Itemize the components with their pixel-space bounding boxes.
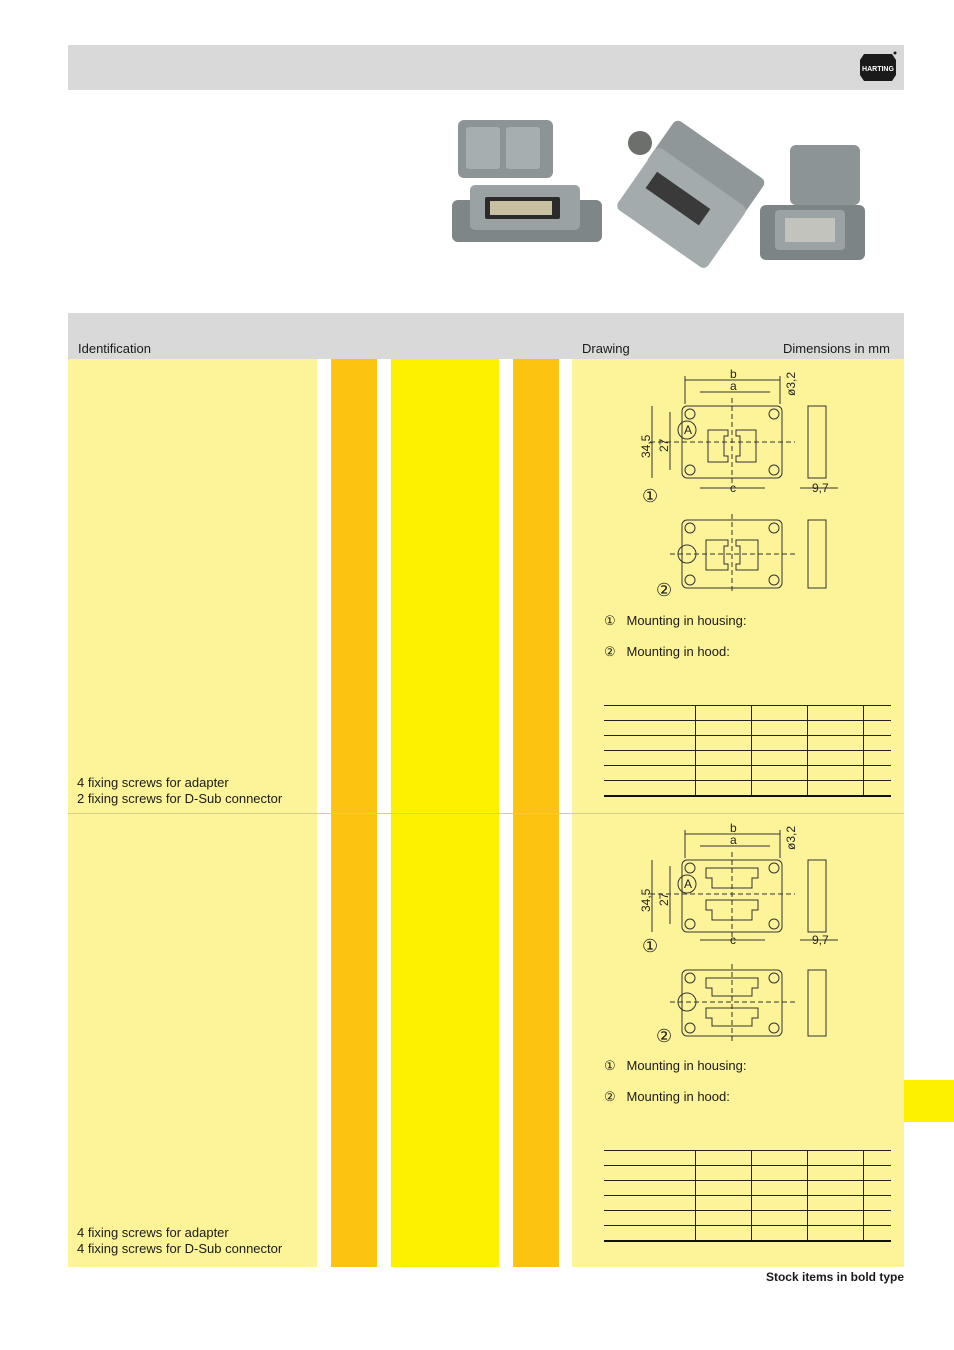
row1-accessories: 4 fixing screws for adapter 2 fixing scr… [77, 775, 282, 807]
svg-text:c: c [730, 933, 736, 947]
row1-mounting-housing: ① Mounting in housing: [604, 613, 746, 629]
marker-one: ① [604, 1058, 616, 1073]
mounting-housing-label: Mounting in housing: [626, 613, 747, 628]
mounting-hood-label: Mounting in hood: [626, 644, 730, 659]
svg-text:b: b [730, 822, 737, 835]
svg-text:①: ① [642, 486, 658, 506]
svg-text:9,7: 9,7 [812, 933, 829, 947]
svg-text:9,7: 9,7 [812, 481, 829, 495]
svg-text:②: ② [656, 1026, 672, 1046]
svg-text:①: ① [642, 936, 658, 956]
row1-dimension-drawing: b a c 9,7 A 34,5 27 ø3,2 ① ② [639, 368, 838, 600]
svg-text:34,5: 34,5 [639, 434, 653, 458]
drawing-header: Drawing [582, 341, 630, 356]
harting-logo: HARTING [860, 51, 897, 81]
product-photos [452, 120, 865, 268]
table-header-bar [68, 313, 904, 359]
accessory-item: 4 fixing screws for adapter [77, 1225, 229, 1240]
row2-dimension-drawing: b a c 9,7 A 34,5 27 ø3,2 ① ② [639, 822, 838, 1046]
row2-mounting-hood: ② Mounting in hood: [604, 1089, 730, 1105]
dimensions-header: Dimensions in mm [783, 341, 890, 356]
marker-two: ② [604, 644, 616, 659]
marker-two: ② [604, 1089, 616, 1104]
chapter-tab [904, 1080, 954, 1122]
row1-mounting-hood: ② Mounting in hood: [604, 644, 730, 660]
housing-photo-2 [760, 145, 865, 260]
svg-text:a: a [730, 833, 737, 847]
svg-text:HARTING: HARTING [862, 66, 894, 73]
svg-text:ø3,2: ø3,2 [784, 372, 798, 396]
mounting-housing-label: Mounting in housing: [626, 1058, 747, 1073]
svg-text:c: c [730, 481, 736, 495]
svg-text:b: b [730, 368, 737, 381]
row2-dimension-table [604, 1150, 891, 1242]
accessory-item: 2 fixing screws for D-Sub connector [77, 791, 283, 806]
svg-text:27: 27 [657, 438, 671, 452]
mounting-hood-label: Mounting in hood: [626, 1089, 730, 1104]
row-divider [68, 813, 904, 814]
identification-header: Identification [78, 341, 151, 356]
stock-note: Stock items in bold type [765, 1270, 904, 1284]
housing-photo-1 [452, 120, 602, 242]
row2-accessories: 4 fixing screws for adapter 4 fixing scr… [77, 1225, 282, 1257]
row2-mounting-housing: ① Mounting in housing: [604, 1058, 746, 1074]
accessory-item: 4 fixing screws for D-Sub connector [77, 1241, 283, 1256]
accessory-item: 4 fixing screws for adapter [77, 775, 229, 790]
page-header-bar [68, 45, 904, 90]
svg-text:34,5: 34,5 [639, 888, 653, 912]
svg-text:ø3,2: ø3,2 [784, 826, 798, 850]
svg-text:A: A [684, 423, 692, 437]
row1-dimension-table [604, 705, 891, 797]
svg-text:a: a [730, 379, 737, 393]
svg-text:②: ② [656, 580, 672, 600]
svg-text:A: A [684, 877, 692, 891]
hood-photo [617, 120, 765, 268]
marker-one: ① [604, 613, 616, 628]
svg-text:27: 27 [657, 892, 671, 906]
